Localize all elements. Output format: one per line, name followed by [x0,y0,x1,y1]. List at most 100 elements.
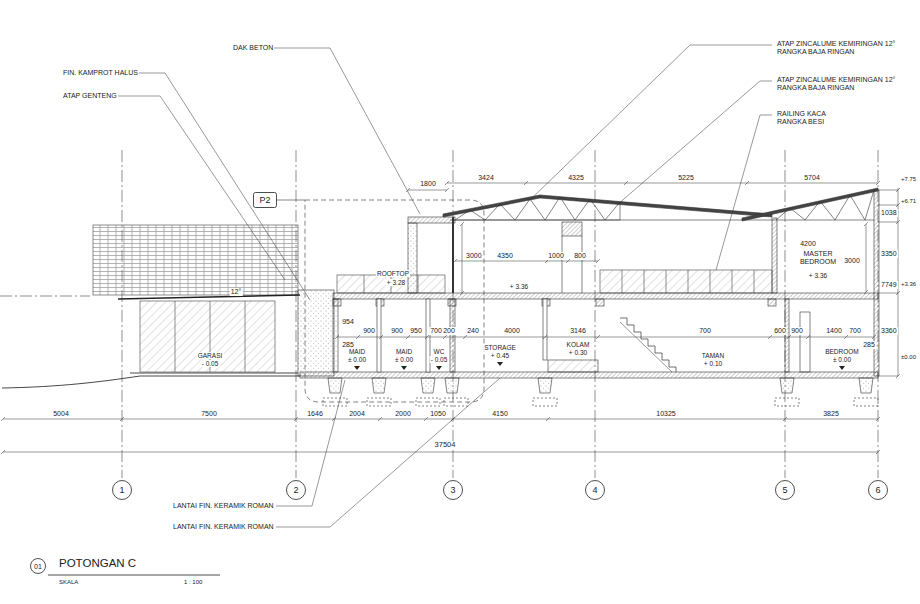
glass-railing [666,270,667,293]
foundation [323,398,878,406]
dimension-value: 900 [362,327,376,335]
level-mark: - 0.05 [430,356,449,363]
wall [408,217,455,223]
dimension-line [455,261,598,262]
dimension-value: 950 [409,327,423,335]
glass-railing [644,270,645,293]
leader-line [276,380,345,506]
dimension-line [1,181,900,454]
glass-railing [337,275,445,293]
glass-railing [622,270,623,293]
bubble-outline [586,481,605,500]
leader-line [118,96,285,280]
callout-note: SKALA [58,579,79,586]
dimension-value: 2000 [394,410,412,418]
view-number: 01 [30,558,46,574]
wall [548,360,598,372]
dimension-value: 4200 [799,240,817,248]
garage [93,225,300,372]
room-name: BEDROOM [824,348,860,355]
garage [245,301,246,372]
level-marker [497,362,503,366]
dimension-value: 700 [429,327,443,335]
wall [596,299,604,306]
foundation [372,378,386,393]
dimension-value: 3000 [843,257,861,265]
leader-line [276,378,500,527]
foundation [533,398,557,406]
dimension-line [408,190,447,191]
roof-truss [742,188,878,221]
level-mark: + 3.36 [509,283,529,290]
roof-truss [540,195,772,217]
foundation [775,398,799,406]
wall [333,293,878,299]
dimension-value: 10325 [655,410,676,418]
leader-line [617,81,772,205]
wall [450,299,455,372]
wall [377,299,381,372]
wall [785,299,789,372]
foundation [421,378,435,393]
detail-boundary [305,200,484,402]
level-mark: + 0.30 [568,349,588,356]
leader-line [272,48,420,214]
foundation [538,378,552,393]
dimension-value: 240 [466,327,480,335]
callout-note: LANTAI FIN. KERAMIK ROMAN [172,502,275,510]
dimension-value: 3000 [465,252,483,260]
dimension-value: 700 [698,327,712,335]
garage [93,225,298,295]
dimension-value: 3424 [477,174,495,182]
dimension-value: 600 [773,327,787,335]
dimension-line [460,222,464,295]
level-mark: + 3.28 [386,279,406,286]
room-name: GARASI [197,352,224,359]
level-mark: ± 0.00 [832,356,852,363]
level-mark: + 0.10 [703,360,723,367]
dimension-line [898,188,899,376]
callout-note: LANTAI FIN. KERAMIK ROMAN [172,523,275,531]
garage [118,295,300,299]
room-name: WC [433,348,446,355]
leader-line [137,73,310,300]
callout-note: RAILING KACA RANGKA BESI [776,110,848,126]
stair [620,318,676,372]
level-mark: + 0.45 [490,352,510,359]
bubble-outline [444,481,463,500]
foundation [445,378,459,393]
glass-railing [418,275,419,293]
dimension-value: 3360 [880,327,898,335]
wall [333,299,338,372]
glass-railing [337,270,772,293]
node-text: 2 [293,486,298,495]
dimension-value: 2004 [348,410,366,418]
dimension-value: 4350 [496,252,514,260]
foundation [780,378,794,393]
grid-bubble: 1 [112,480,132,500]
node-text: 5 [782,486,787,495]
level-mark: ± 0.00 [347,356,367,363]
level-marker [436,366,442,370]
drawing-title: POTONGAN C [58,557,137,570]
dimension-line [878,188,900,378]
bubble-outline [113,481,132,500]
roof-truss [776,190,874,220]
dimension-value: 1050 [429,410,447,418]
foundation [444,398,468,406]
dimension-value: 200 [442,327,456,335]
wall [298,190,879,378]
bubble-outline [287,481,306,500]
room-name: MASTER BEDROOM [797,250,839,266]
glass-railing [732,270,733,293]
ground-line [2,373,300,388]
wall [772,218,777,293]
grid-line [296,150,297,478]
dimension-value: 900 [390,327,404,335]
detail-tag: P2 [253,192,277,208]
dimension-line [335,335,876,339]
bubble-outline [869,481,888,500]
glass-railing [364,275,365,293]
room-name: KOLAM [566,341,591,348]
ground-line [2,376,300,388]
